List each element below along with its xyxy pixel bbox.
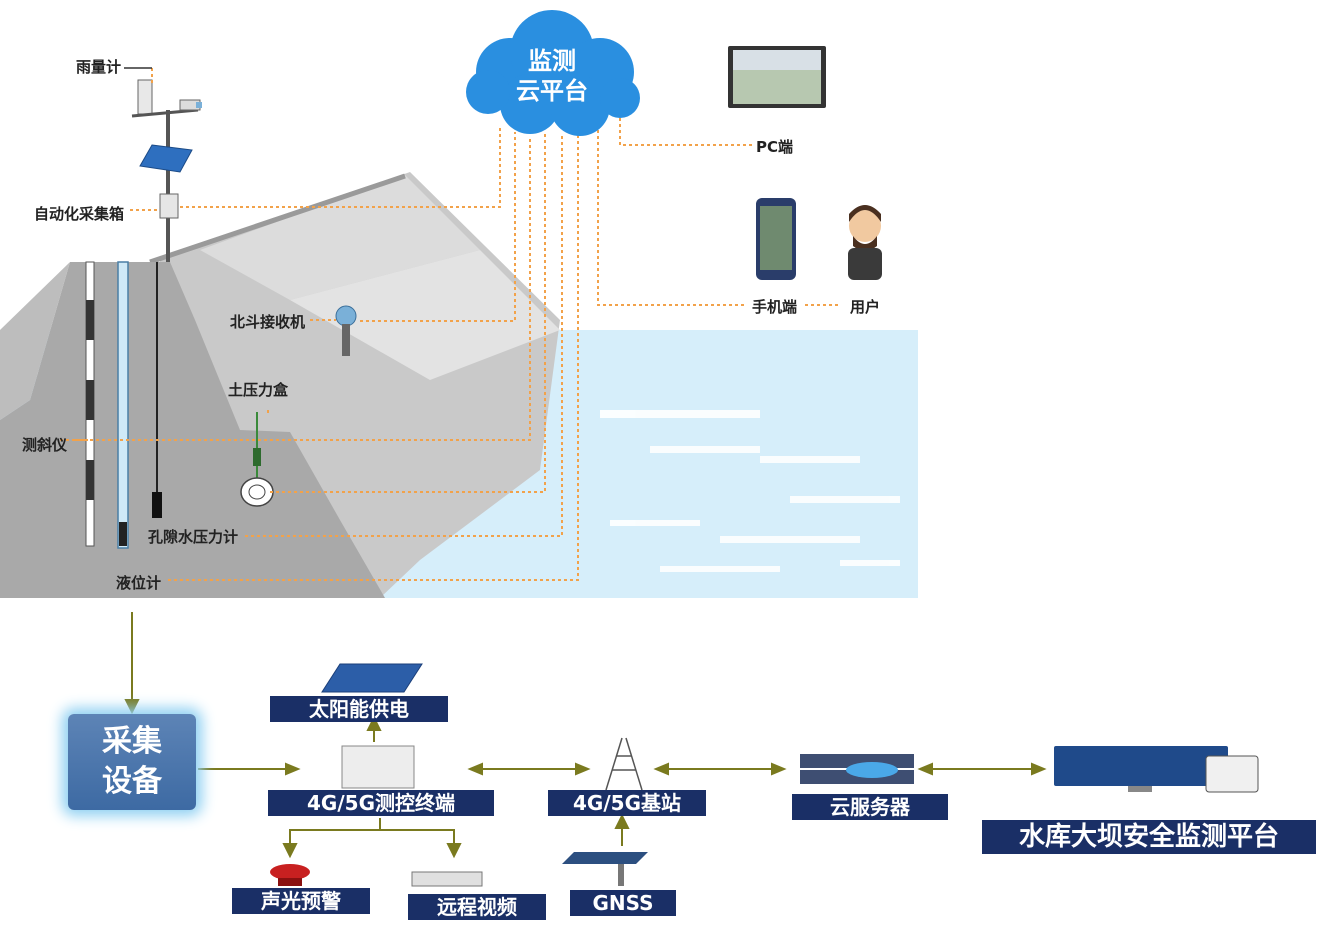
monitor-icon: [728, 46, 826, 108]
station-arm: [131, 108, 199, 118]
cloud-line1: 监测: [528, 47, 576, 75]
base-station-tag: 4G/5G基站: [548, 790, 706, 816]
water-level-sensor: [119, 522, 127, 546]
water-level-tube: [117, 261, 129, 549]
cloud-server-tag: 云服务器: [792, 794, 948, 820]
collect-line1: 采集: [102, 724, 162, 759]
dam-core: [0, 262, 385, 598]
rain-gauge-label: 雨量计: [76, 58, 122, 76]
alarm-tag: 声光预警: [232, 888, 370, 914]
rain-gauge-icon: [137, 79, 153, 115]
pore-pressure-label: 孔隙水压力计: [148, 528, 239, 546]
gnss-icon: [562, 852, 648, 886]
dam-front: [0, 262, 70, 420]
video-camera-icon: [411, 871, 483, 887]
beidou-receiver-icon: [335, 305, 357, 356]
solar-panel-icon: [139, 144, 193, 173]
earth-pressure-label: 土压力盒: [228, 381, 289, 399]
phone-icon: [756, 198, 796, 280]
data-links: [60, 68, 840, 581]
cloud-label: 监测 云平台: [512, 46, 592, 106]
server-icon: [800, 754, 914, 784]
user-label: 用户: [850, 298, 881, 316]
beidou-label: 北斗接收机: [230, 313, 306, 331]
solar-panel-icon-bottom: [321, 663, 423, 693]
tower-icon: [605, 737, 643, 791]
collect-line2: 设备: [102, 764, 162, 799]
inclinometer-marks: [86, 300, 94, 500]
pore-pressure-sensor: [152, 492, 162, 518]
camera-icon: [179, 99, 202, 111]
water-level-label: 液位计: [116, 574, 162, 592]
dam-crest-line: [149, 173, 406, 265]
dam-slope-mid: [290, 250, 560, 380]
pc-label: PC端: [756, 138, 794, 156]
solar-tag: 太阳能供电: [270, 696, 448, 722]
inclinometer-label: 测斜仪: [22, 436, 68, 454]
video-tag: 远程视频: [408, 894, 546, 920]
flow-arrows: [124, 612, 1047, 859]
auto-box-icon: [159, 193, 179, 219]
platform-devices-icon: [1054, 746, 1259, 793]
mobile-label: 手机端: [752, 298, 798, 316]
gnss-tag: GNSS: [570, 890, 676, 916]
cloud-icon: [466, 10, 640, 136]
terminal-box-icon: [341, 745, 415, 789]
cloud-line2: 云平台: [516, 77, 588, 105]
collect-device-box: 采集 设备: [68, 714, 196, 810]
user-icon: [848, 205, 882, 280]
terminal-tag: 4G/5G测控终端: [268, 790, 494, 816]
platform-tag: 水库大坝安全监测平台: [982, 820, 1316, 854]
siren-icon: [270, 864, 310, 886]
auto-box-label: 自动化采集箱: [34, 205, 125, 223]
